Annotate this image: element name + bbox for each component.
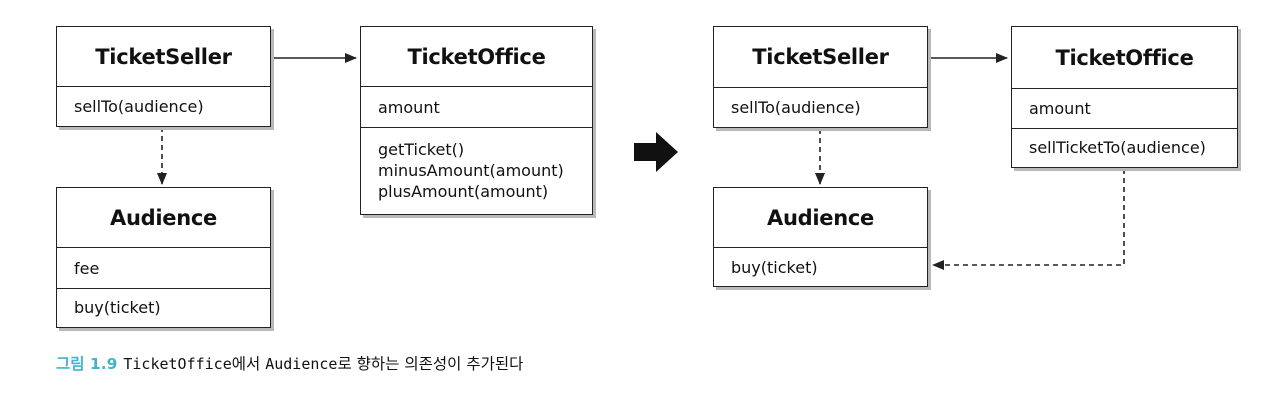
method: getTicket(): [378, 140, 465, 159]
class-box-ticketoffice-right: TicketOffice amount sellTicketTo(audienc…: [1011, 26, 1238, 168]
caption-text: 에서: [231, 355, 266, 373]
dependency-arrow-office-to-audience: [932, 169, 1125, 270]
method: buy(ticket): [74, 298, 161, 317]
method: sellTo(audience): [731, 98, 861, 117]
methods-section: buy(ticket): [714, 248, 927, 286]
method: minusAmount(amount): [378, 161, 564, 180]
attributes-section: amount: [361, 87, 592, 127]
figure-caption: 그림 1.9 TicketOffice에서 Audience로 향하는 의존성이 …: [56, 352, 523, 374]
methods-section: getTicket() minusAmount(amount) plusAmou…: [361, 127, 592, 213]
attribute: fee: [74, 258, 100, 278]
class-name: Audience: [57, 188, 270, 248]
attribute: amount: [1029, 99, 1091, 118]
transition-arrow-icon: [634, 132, 678, 172]
methods-section: sellTo(audience): [57, 87, 270, 126]
attribute: amount: [378, 97, 440, 117]
class-name: TicketSeller: [57, 27, 270, 87]
class-name: TicketOffice: [361, 27, 592, 87]
attributes-section: amount: [1012, 89, 1237, 128]
method: buy(ticket): [731, 257, 818, 277]
class-box-audience: Audience fee buy(ticket): [56, 187, 271, 328]
attributes-section: fee: [57, 248, 270, 288]
class-box-ticketseller: TicketSeller sellTo(audience): [56, 26, 271, 127]
method: sellTo(audience): [74, 97, 204, 116]
class-name: TicketSeller: [714, 27, 927, 88]
methods-section: buy(ticket): [57, 288, 270, 326]
class-box-ticketseller-right: TicketSeller sellTo(audience): [713, 26, 928, 128]
class-name: TicketOffice: [1012, 27, 1237, 89]
figure-number: 그림 1.9: [56, 355, 118, 373]
method: plusAmount(amount): [378, 182, 549, 201]
class-box-audience-right: Audience buy(ticket): [713, 187, 928, 287]
class-box-ticketoffice: TicketOffice amount getTicket() minusAmo…: [360, 26, 593, 215]
caption-text: 로 향하는 의존성이 추가된다: [337, 355, 524, 373]
methods-section: sellTicketTo(audience): [1012, 128, 1237, 166]
caption-code-audience: Audience: [265, 355, 338, 373]
methods-section: sellTo(audience): [714, 88, 927, 127]
caption-code-ticketoffice: TicketOffice: [123, 355, 232, 373]
method: sellTicketTo(audience): [1029, 138, 1206, 157]
class-name: Audience: [714, 188, 927, 248]
